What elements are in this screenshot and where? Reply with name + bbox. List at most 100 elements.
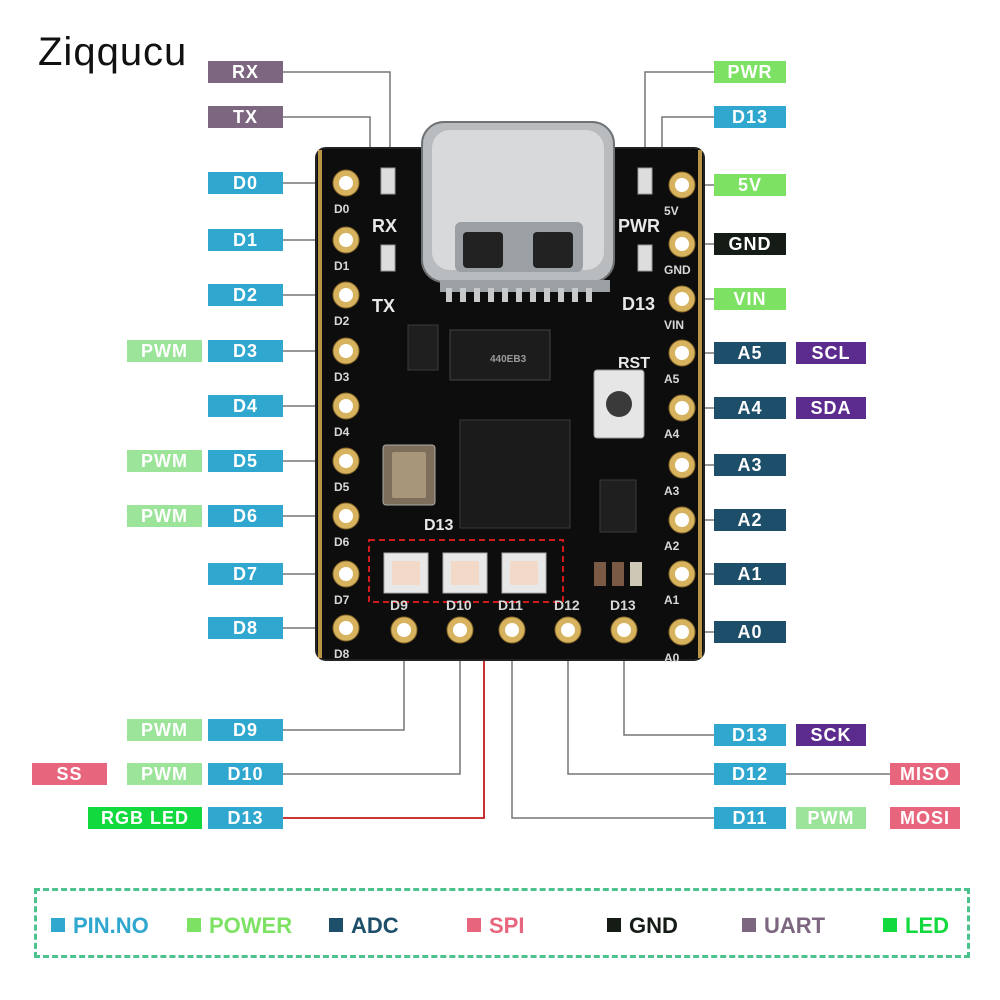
silk-left-4: D4 <box>334 425 350 439</box>
label-d10: D10 <box>208 763 283 785</box>
silk-left-5: D5 <box>334 480 350 494</box>
label-pwr: PWR <box>714 61 786 83</box>
left-pad-7-hole <box>339 567 353 581</box>
silk-right-8: A0 <box>664 651 680 665</box>
bottom-pad-1-hole <box>453 623 467 637</box>
right-pad-7-hole <box>675 567 689 581</box>
silk-left-1: D1 <box>334 259 350 273</box>
silk-right-6: A2 <box>664 539 680 553</box>
bottom-pad-0-hole <box>397 623 411 637</box>
label-a5: A5 <box>714 342 786 364</box>
label-miso: MISO <box>890 763 960 785</box>
label-scl: SCL <box>796 342 866 364</box>
silk-left-2: D2 <box>334 314 350 328</box>
silk-left-6: D6 <box>334 535 350 549</box>
silk-right-1: GND <box>664 263 691 277</box>
silk-bottom-0: D9 <box>390 597 408 613</box>
left-pads <box>332 169 360 642</box>
silk-rx: RX <box>372 216 397 236</box>
bottom-pads <box>390 616 638 644</box>
label-d6-pwm: PWM <box>127 505 202 527</box>
label-sck: SCK <box>796 724 866 746</box>
silk-left-8: D8 <box>334 647 350 661</box>
silk-left-0: D0 <box>334 202 350 216</box>
label-d13-led: D13 <box>714 106 786 128</box>
silk-right-4: A4 <box>664 427 680 441</box>
left-pad-1-hole <box>339 233 353 247</box>
right-pad-4-hole <box>675 401 689 415</box>
label-a3: A3 <box>714 454 786 476</box>
label-d8: D8 <box>208 617 283 639</box>
legend-led: LED <box>883 913 949 939</box>
usb-chip <box>449 329 551 381</box>
legend-spi: SPI <box>467 913 524 939</box>
legend-power: POWER <box>187 913 292 939</box>
label-d11-pwm: PWM <box>796 807 866 829</box>
label-d1: D1 <box>208 229 283 251</box>
label-d3: D3 <box>208 340 283 362</box>
silk-right-5: A3 <box>664 484 680 498</box>
left-pad-4-hole <box>339 399 353 413</box>
label-d2: D2 <box>208 284 283 306</box>
right-pads <box>668 171 696 646</box>
label-d7: D7 <box>208 563 283 585</box>
right-pad-2-hole <box>675 292 689 306</box>
label-a1: A1 <box>714 563 786 585</box>
label-d0: D0 <box>208 172 283 194</box>
label-sda: SDA <box>796 397 866 419</box>
silk-chip-text: 440EB3 <box>490 354 527 365</box>
silk-bottom-1: D10 <box>446 597 472 613</box>
right-pad-8-hole <box>675 625 689 639</box>
silk-bottom-4: D13 <box>610 597 636 613</box>
bottom-pad-4-hole <box>617 623 631 637</box>
label-d5-pwm: PWM <box>127 450 202 472</box>
legend-pin-no: PIN.NO <box>51 913 149 939</box>
right-pad-0-hole <box>675 178 689 192</box>
bottom-pad-3-hole <box>561 623 575 637</box>
label-d13-rgb: D13 <box>208 807 283 829</box>
legend-gnd: GND <box>607 913 678 939</box>
label-rx: RX <box>208 61 283 83</box>
left-pad-8-hole <box>339 621 353 635</box>
right-pad-1-hole <box>675 237 689 251</box>
brand-logo: Ziqqucu <box>38 30 188 74</box>
rgb-led-line <box>283 600 485 819</box>
left-pad-0-hole <box>339 176 353 190</box>
label-d10-ss: SS <box>32 763 107 785</box>
label-d13-sck: D13 <box>714 724 786 746</box>
label-vin: VIN <box>714 288 786 310</box>
label-mosi: MOSI <box>890 807 960 829</box>
label-d9-pwm: PWM <box>127 719 202 741</box>
right-pad-3-hole <box>675 346 689 360</box>
right-pad-6-hole <box>675 513 689 527</box>
label-d6: D6 <box>208 505 283 527</box>
silk-bottom-2: D11 <box>498 597 523 613</box>
legend: PIN.NO POWER ADC SPI GND UART LED <box>34 888 970 958</box>
bottom-pad-2-hole <box>505 623 519 637</box>
label-d11: D11 <box>714 807 786 829</box>
label-d10-pwm: PWM <box>127 763 202 785</box>
label-a0: A0 <box>714 621 786 643</box>
label-gnd: GND <box>714 233 786 255</box>
legend-uart: UART <box>742 913 825 939</box>
right-pad-5-hole <box>675 458 689 472</box>
silk-tx: TX <box>372 296 395 316</box>
label-d9: D9 <box>208 719 283 741</box>
silk-left-3: D3 <box>334 370 350 384</box>
silk-right-3: A5 <box>664 372 680 386</box>
legend-adc: ADC <box>329 913 399 939</box>
silk-pwr: PWR <box>618 216 660 236</box>
label-5v: 5V <box>714 174 786 196</box>
silk-bottom-3: D12 <box>554 597 580 613</box>
silk-right-7: A1 <box>664 593 680 607</box>
label-d5: D5 <box>208 450 283 472</box>
silk-right-0: 5V <box>664 204 679 218</box>
silk-rst: RST <box>618 355 650 372</box>
label-a2: A2 <box>714 509 786 531</box>
silk-d13-mid: D13 <box>424 517 453 534</box>
label-a4: A4 <box>714 397 786 419</box>
left-pad-2-hole <box>339 288 353 302</box>
rgb-led-box <box>368 539 564 603</box>
left-pad-6-hole <box>339 509 353 523</box>
